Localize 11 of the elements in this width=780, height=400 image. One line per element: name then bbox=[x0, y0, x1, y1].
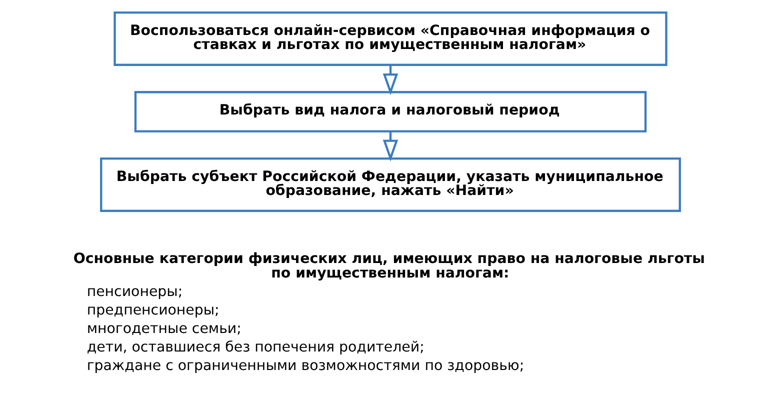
label: Основные категории физических лиц, имеющих право на налоговые льготы по имущественным налогам: bbox=[72, 251, 704, 282]
label: граждане с ограниченными возможностями по здоровью; bbox=[86, 358, 524, 374]
arrow bbox=[382, 64, 398, 96]
arrow bbox=[382, 131, 398, 162]
label: пенсионеры; bbox=[86, 284, 182, 300]
label: многодетные семьи; bbox=[86, 320, 241, 337]
label: дети, оставшиеся без попечения родителей; bbox=[86, 339, 424, 356]
node-box: Выбрать субъект Российской Федерации, указать муниципальное образование, нажать «Найти» bbox=[100, 158, 680, 212]
node-box: Воспользоваться онлайн-сервисом «Справочная информация о ставках и льготах по имущественным налогам» bbox=[113, 11, 667, 66]
label: предпенсионеры; bbox=[86, 302, 219, 318]
node-box: Выбрать вид налога и налоговый период bbox=[134, 91, 646, 132]
